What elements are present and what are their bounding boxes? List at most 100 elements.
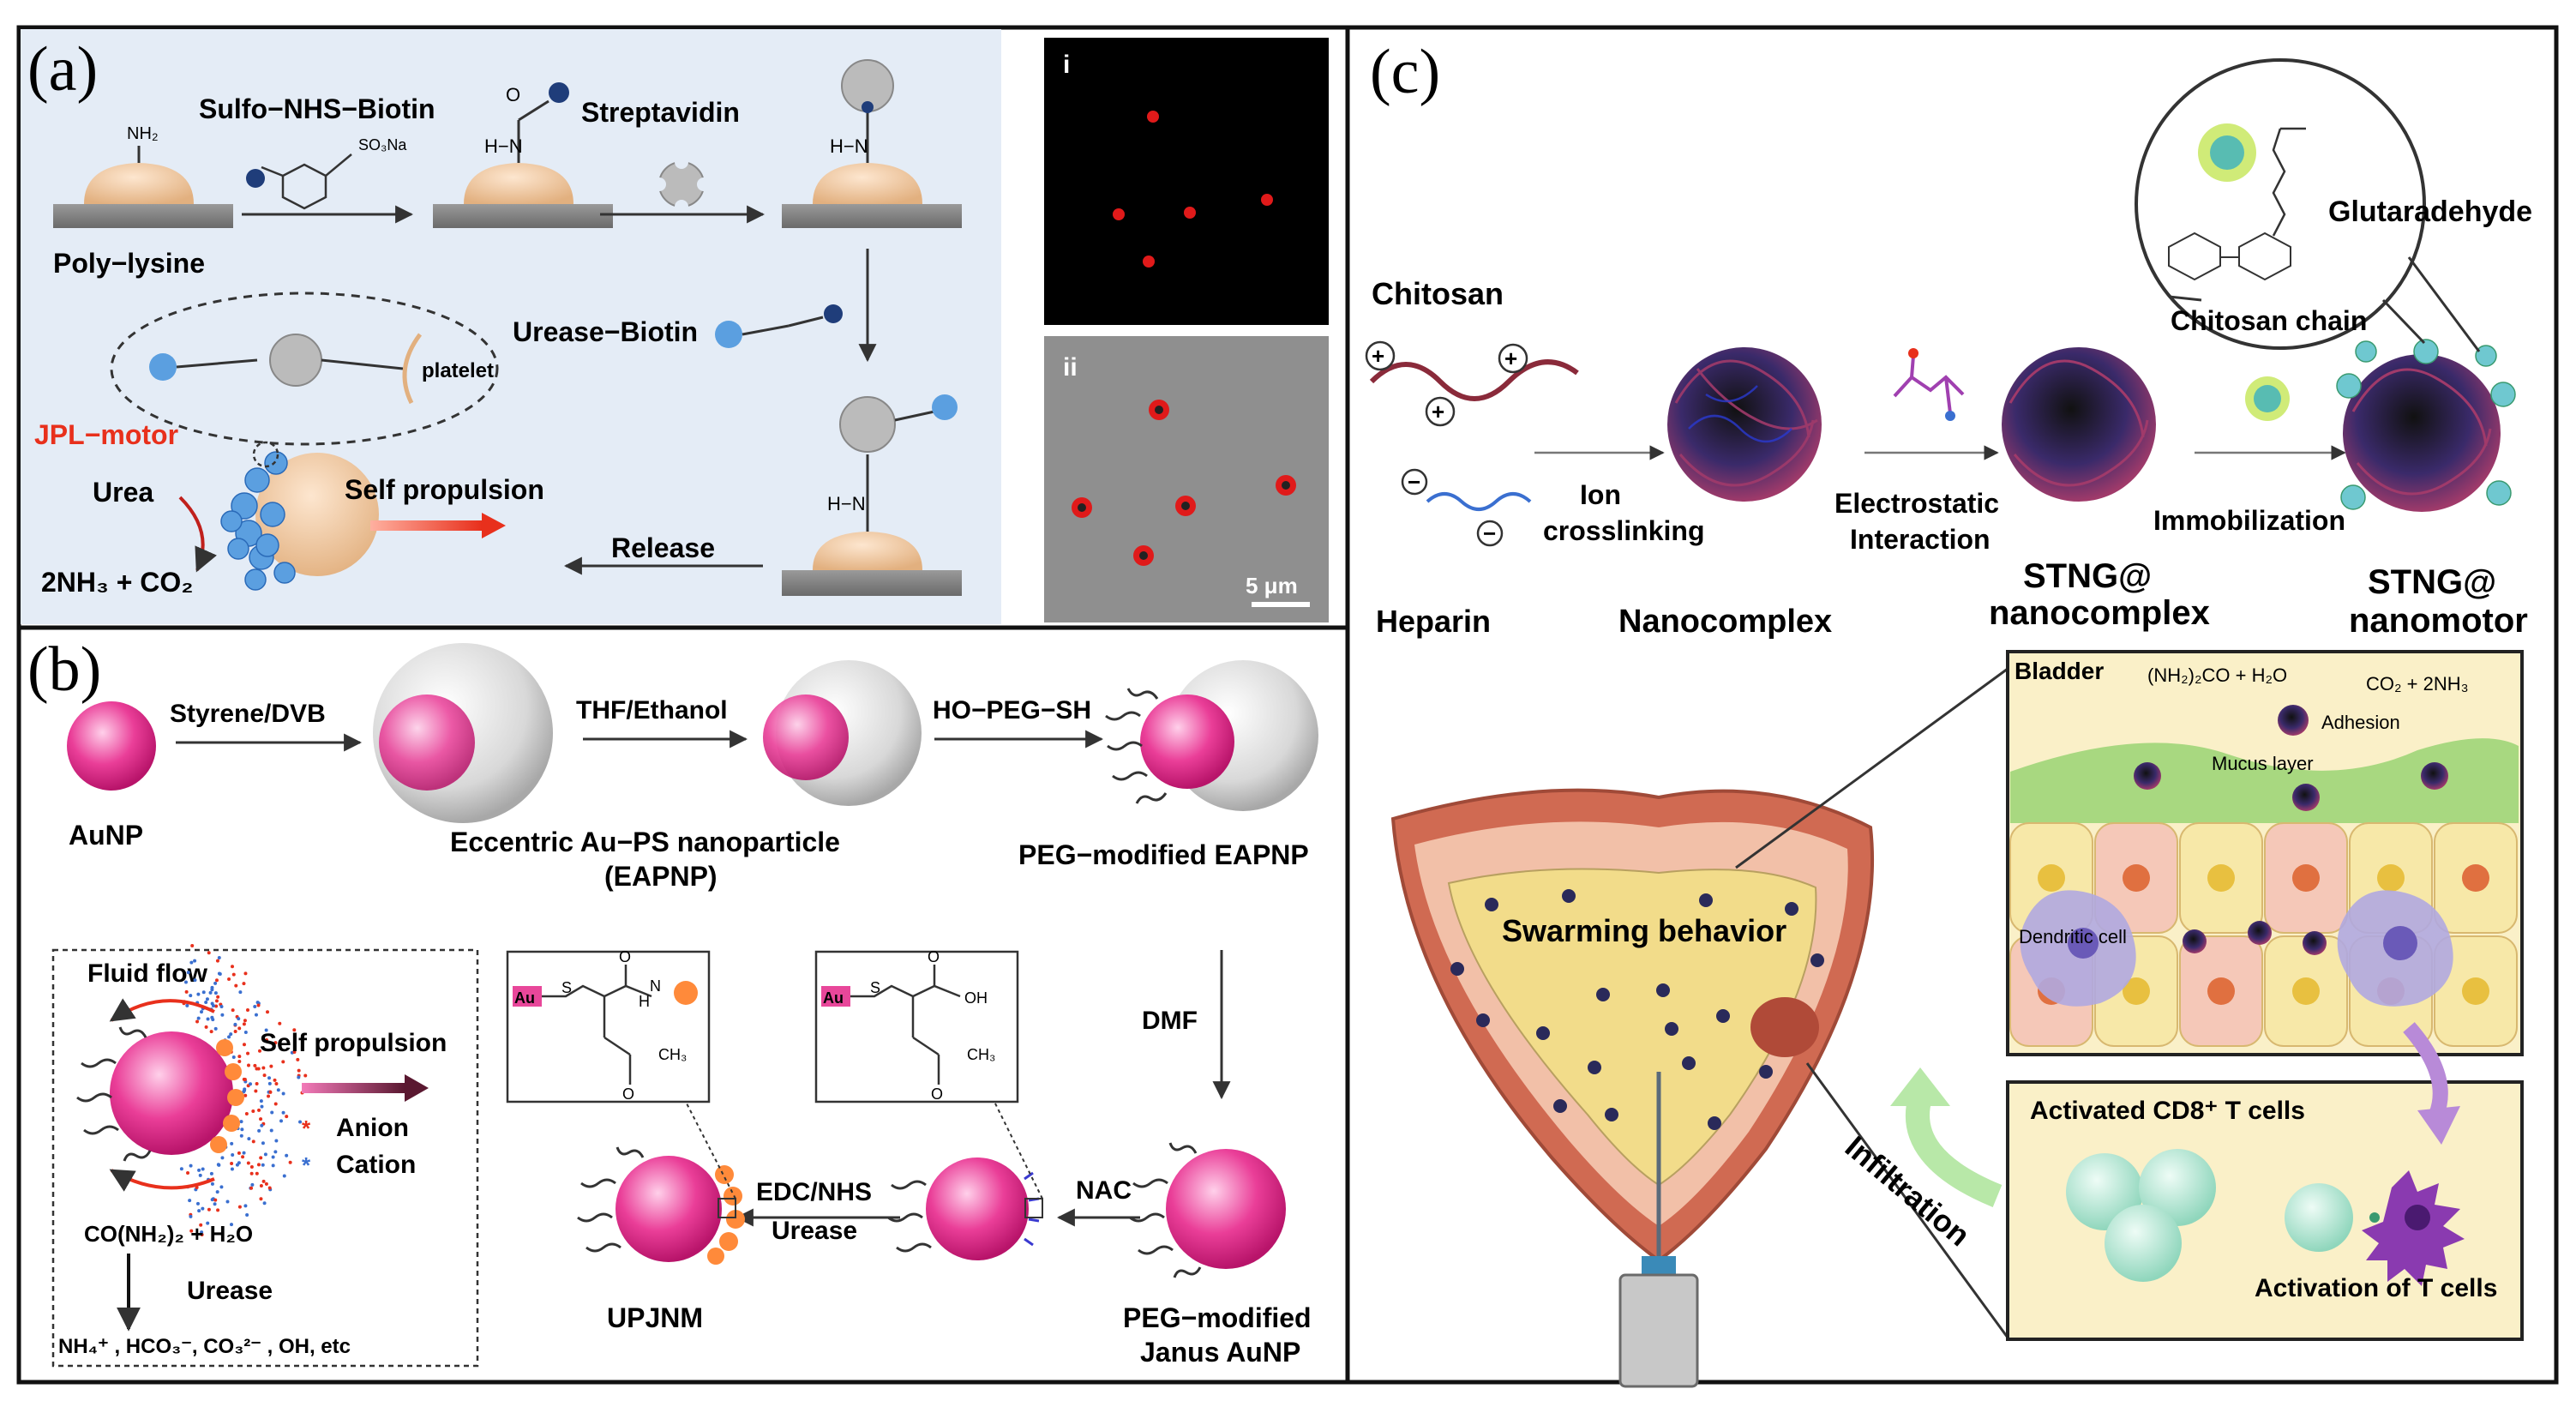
ion-dot xyxy=(260,1123,264,1127)
ion-dot xyxy=(273,1041,278,1045)
ion-dot xyxy=(195,1019,200,1024)
ion-dot xyxy=(214,1004,219,1008)
nanomotor-dot xyxy=(1656,983,1670,997)
streptavidin-label: Streptavidin xyxy=(581,97,740,128)
mucus-layer xyxy=(2010,738,2519,823)
ion-dot xyxy=(219,1005,224,1009)
surface-2: H−N O xyxy=(433,82,613,228)
ion-dot xyxy=(213,1026,218,1031)
peg-eapnp xyxy=(1105,660,1318,811)
urea-curve-arrow xyxy=(178,496,218,573)
ion-dot xyxy=(263,1152,267,1157)
ion-dot xyxy=(196,1016,201,1020)
ion-dot xyxy=(259,1197,263,1201)
ion-dot xyxy=(190,943,195,947)
aunp-label: AuNP xyxy=(69,820,143,851)
ion-dot xyxy=(233,1030,237,1034)
thf-ethanol-label: THF/Ethanol xyxy=(576,696,728,725)
ion-dot xyxy=(198,1173,202,1177)
ion-dot xyxy=(257,1128,261,1133)
ion-dot xyxy=(266,1010,270,1014)
ion-dot xyxy=(214,978,219,983)
reaction-products-b-label: NH₄⁺ , HCO₃⁻, CO₃²⁻ , OH, etc xyxy=(58,1335,351,1358)
svg-text:Au: Au xyxy=(514,989,535,1007)
ion-dot xyxy=(297,1075,301,1079)
ion-dot xyxy=(261,1179,266,1183)
ion-dot xyxy=(243,1030,248,1034)
svg-text:O: O xyxy=(931,1085,943,1103)
ion-dot xyxy=(245,1008,249,1013)
ion-dot xyxy=(242,1022,246,1026)
peg-janus-label-2: Janus AuNP xyxy=(1140,1337,1300,1368)
svg-text:ii: ii xyxy=(1063,353,1078,382)
cell-nucleus xyxy=(2462,977,2489,1005)
scale-bar-label: 5 μm xyxy=(1246,573,1298,598)
ion-dot xyxy=(247,1137,251,1141)
svg-text:Au: Au xyxy=(823,989,844,1007)
ion-dot xyxy=(255,1171,259,1176)
dmf-label: DMF xyxy=(1142,1007,1198,1035)
svg-text:H: H xyxy=(639,993,650,1010)
styrene-dvb-label: Styrene/DVB xyxy=(170,700,326,728)
jpl-motor xyxy=(220,451,379,591)
swarming-label: Swarming behavior xyxy=(1502,913,1786,948)
ion-dot xyxy=(259,1117,263,1121)
linker-structure xyxy=(149,333,423,405)
adhesion-label: Adhesion xyxy=(2321,712,2400,733)
ion-dot xyxy=(285,1153,289,1157)
ion-dot xyxy=(242,1077,246,1081)
ion-dot xyxy=(215,959,219,963)
ion-dot xyxy=(269,1128,273,1133)
chitosan-chain-label: Chitosan chain xyxy=(2171,305,2367,336)
chitosan-strand xyxy=(1369,359,1579,401)
ion-dot xyxy=(267,1076,272,1080)
green-arrow xyxy=(1905,1094,2003,1207)
ion-dot xyxy=(261,1163,265,1167)
ion-dot xyxy=(227,1035,231,1039)
ion-dot xyxy=(281,1060,285,1064)
ion-dot xyxy=(242,982,246,986)
urease-b-label: Urease xyxy=(187,1277,273,1305)
ion-dot xyxy=(259,1156,263,1160)
ion-dot xyxy=(259,1184,263,1188)
chitosan-label: Chitosan xyxy=(1372,276,1504,311)
ion-dot xyxy=(210,988,214,992)
ion-dot xyxy=(231,1055,236,1059)
ion-dot xyxy=(243,1087,247,1091)
ion-dot xyxy=(193,978,197,983)
ion-dot xyxy=(303,1073,308,1078)
streptavidin-icon xyxy=(652,155,711,213)
ion-dot xyxy=(214,999,219,1003)
ion-dot xyxy=(231,1008,235,1013)
svg-text:O: O xyxy=(928,948,940,965)
ion-dot xyxy=(292,1028,297,1032)
products-label: 2NH₃ + CO₂ xyxy=(41,567,194,598)
svg-text:+: + xyxy=(1504,346,1517,371)
ion-dot xyxy=(249,1165,254,1170)
heparin-label: Heparin xyxy=(1376,604,1491,639)
peg-chains-mech xyxy=(76,1026,152,1162)
ion-dot xyxy=(213,981,218,985)
ion-dot xyxy=(197,1209,201,1213)
ion-dot xyxy=(234,983,238,988)
upjnm-mech xyxy=(110,1031,233,1155)
ion-dot xyxy=(199,1223,203,1227)
ion-dot xyxy=(220,1156,225,1160)
svg-text:H−N: H−N xyxy=(830,135,868,157)
ion-dot xyxy=(237,1017,241,1021)
svg-text:−: − xyxy=(1408,469,1420,495)
ion-dot xyxy=(238,990,243,995)
ion-dot xyxy=(271,1155,275,1159)
ion-dot xyxy=(281,1091,285,1096)
cell-nucleus xyxy=(2292,864,2320,892)
ion-dot xyxy=(298,1120,303,1124)
ion-dot xyxy=(267,1081,272,1085)
svg-text:NH₂: NH₂ xyxy=(127,124,159,143)
reaction-products-c-label: CO₂ + 2NH₃ xyxy=(2366,673,2469,694)
ion-dot xyxy=(237,1026,242,1031)
ion-dot xyxy=(193,959,197,963)
nanomotor-dot xyxy=(1588,1061,1601,1074)
ion-dot xyxy=(206,1017,210,1021)
antigen-presenting-cell xyxy=(2362,1170,2465,1286)
